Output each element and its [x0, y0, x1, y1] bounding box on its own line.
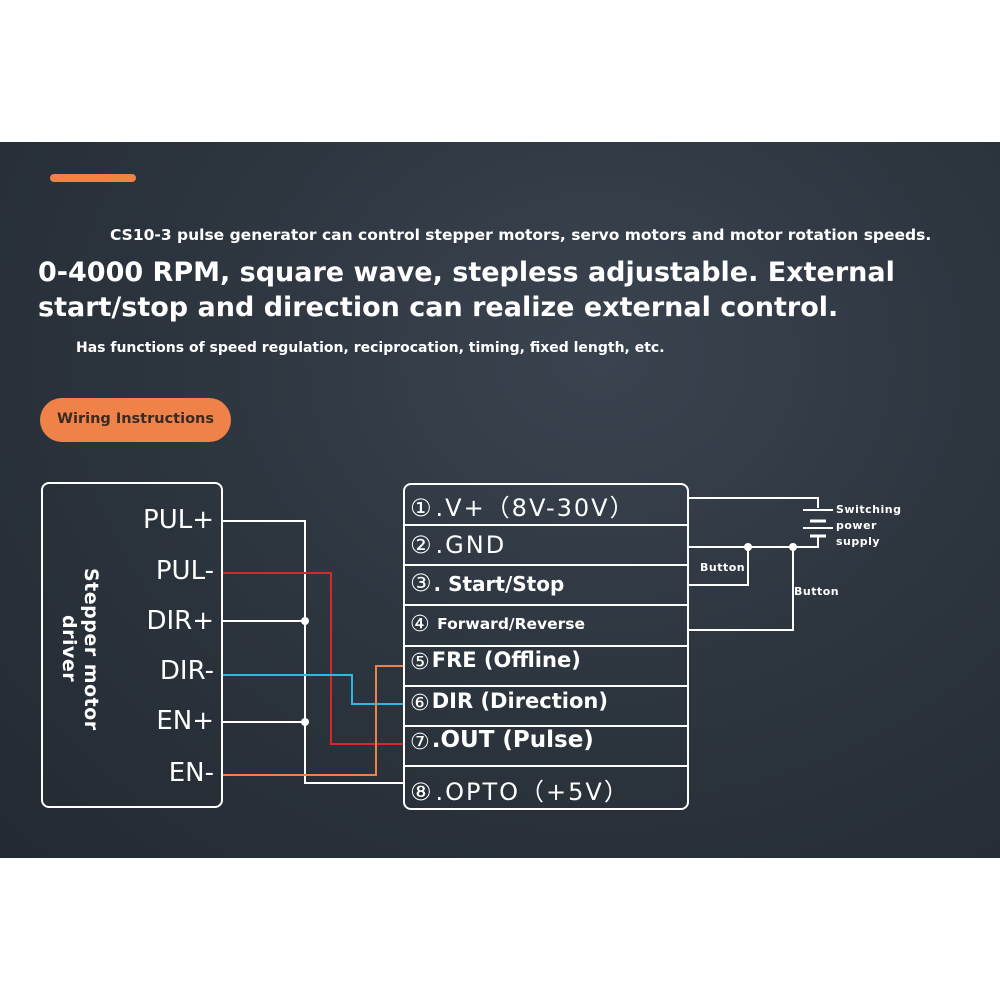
terminal-label: .GND — [435, 531, 507, 559]
intro-text: CS10-3 pulse generator can control stepp… — [110, 226, 932, 244]
terminal-label: FRE (Offline) — [431, 648, 581, 672]
junction-dot — [744, 543, 752, 551]
terminal-num: ③ — [410, 569, 432, 597]
terminal-num: ⑥ — [410, 691, 430, 716]
driver-box — [41, 482, 223, 808]
headline-line-1: 0-4000 RPM, square wave, stepless adjust… — [38, 257, 895, 288]
wire-gnd — [688, 535, 819, 548]
terminal-num: ⑦ — [410, 730, 430, 755]
pin-en-plus: EN+ — [156, 706, 214, 736]
pin-pul-minus: PUL- — [155, 556, 214, 586]
wire-common-white — [222, 520, 405, 784]
terminal-row-4: ④ Forward/Reverse — [410, 612, 585, 637]
junction-dot — [301, 617, 309, 625]
driver-title: Stepper motor driver — [58, 567, 102, 731]
terminal-label: .OUT (Pulse) — [431, 727, 594, 753]
terminal-label: .OPTO（+5V） — [435, 778, 630, 806]
pin-dir-minus: DIR- — [159, 656, 214, 686]
wire-vplus — [688, 497, 819, 508]
pin-pul-plus: PUL+ — [143, 505, 214, 535]
terminal-label: .V+（8V-30V） — [435, 494, 636, 522]
terminal-num: ⑧ — [410, 778, 434, 806]
button-label-1: Button — [700, 561, 746, 574]
wire-fwd-rev — [688, 547, 794, 631]
pin-en-minus: EN- — [168, 758, 214, 788]
power-supply-label-2: power — [836, 519, 877, 532]
functions-text: Has functions of speed regulation, recip… — [76, 340, 665, 356]
junction-dot — [301, 718, 309, 726]
terminal-num: ② — [410, 531, 434, 559]
button-label-2: Button — [794, 585, 840, 598]
terminal-label: . Start/Stop — [433, 572, 565, 596]
terminal-label: Forward/Reverse — [437, 615, 586, 633]
terminal-row-5: ⑤FRE (Offline) — [410, 648, 581, 675]
wire-en-minus — [222, 665, 405, 776]
pin-dir-plus: DIR+ — [146, 606, 214, 636]
power-supply-label-3: supply — [836, 535, 881, 548]
terminal-box — [403, 483, 689, 810]
headline: 0-4000 RPM, square wave, stepless adjust… — [38, 255, 895, 325]
terminal-row-6: ⑥DIR (Direction) — [410, 689, 608, 716]
battery-icon — [803, 509, 833, 538]
terminal-row-8: ⑧.OPTO（+5V） — [410, 772, 630, 807]
dark-panel — [0, 142, 1000, 858]
power-supply-label-1: Switching — [836, 503, 902, 516]
junction-dot — [789, 543, 797, 551]
wiring-instructions-badge: Wiring Instructions — [40, 398, 231, 442]
terminal-row-2: ②.GND — [410, 531, 506, 559]
wire-pul-minus — [222, 572, 405, 745]
headline-line-2: start/stop and direction can realize ext… — [38, 292, 839, 323]
terminal-row-7: ⑦.OUT (Pulse) — [410, 727, 594, 755]
terminal-row-3: ③. Start/Stop — [410, 569, 564, 597]
terminal-label: DIR (Direction) — [431, 689, 608, 713]
wire-dir-minus — [222, 674, 405, 705]
terminal-row-1: ①.V+（8V-30V） — [410, 488, 636, 523]
terminal-num: ① — [410, 494, 434, 522]
terminal-num: ⑤ — [410, 650, 430, 675]
accent-bar — [50, 174, 136, 182]
terminal-num: ④ — [410, 612, 430, 637]
wire-start-stop — [688, 547, 749, 586]
